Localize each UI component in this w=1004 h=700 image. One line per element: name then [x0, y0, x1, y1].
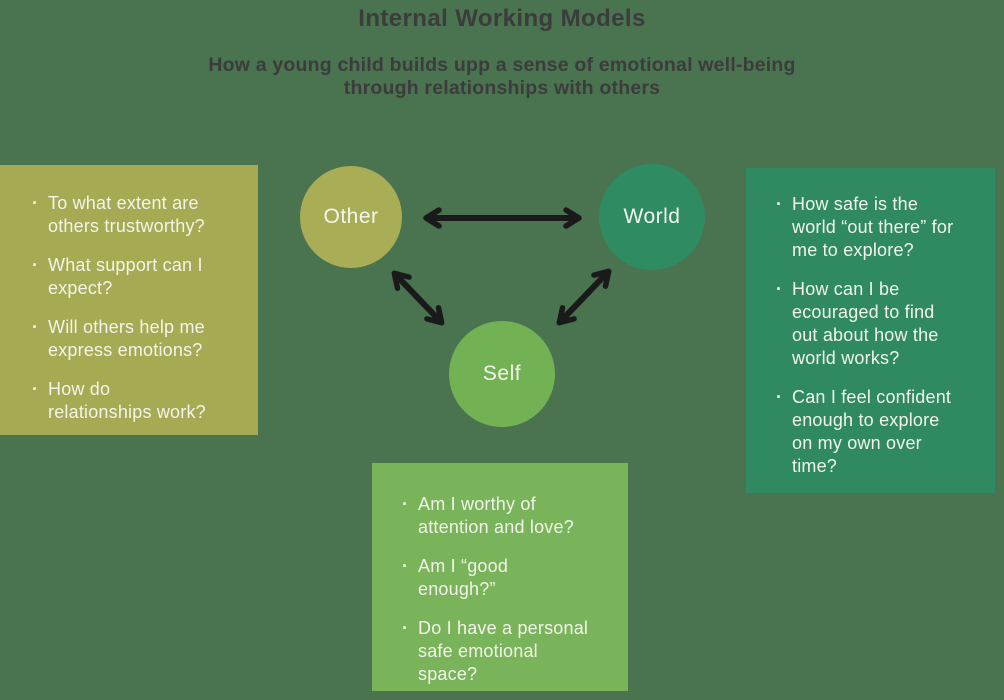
node-other: Other — [300, 166, 402, 268]
question-list-other: To what extent are others trustworthy? W… — [30, 192, 244, 424]
question-list-self: Am I worthy of attention and love? Am I … — [400, 493, 618, 686]
arrow-other-self — [391, 270, 445, 326]
node-self-label: Self — [482, 362, 522, 385]
question-item: How safe is the world “out there” for me… — [774, 193, 985, 262]
arrow-world-self — [556, 268, 612, 326]
question-item: Will others help me express emotions? — [30, 316, 244, 362]
page-title: Internal Working Models — [358, 5, 646, 32]
question-item: To what extent are others trustworthy? — [30, 192, 244, 238]
question-box-other: To what extent are others trustworthy? W… — [0, 165, 258, 435]
node-other-label: Other — [323, 205, 379, 228]
question-item: Am I worthy of attention and love? — [400, 493, 618, 539]
page-subtitle: How a young child builds upp a sense of … — [208, 54, 796, 99]
node-world: World — [599, 164, 705, 270]
node-world-label: World — [623, 205, 681, 228]
question-item: How do relationships work? — [30, 378, 244, 424]
header: Internal Working Models How a young chil… — [0, 0, 1004, 100]
node-self: Self — [449, 321, 555, 427]
question-item: How can I be ecouraged to find out about… — [774, 278, 985, 370]
question-item: Do I have a personal safe emotional spac… — [400, 617, 618, 686]
question-box-self: Am I worthy of attention and love? Am I … — [372, 463, 628, 691]
question-box-world: How safe is the world “out there” for me… — [746, 168, 995, 493]
question-list-world: How safe is the world “out there” for me… — [774, 193, 985, 478]
question-item: What support can I expect? — [30, 254, 244, 300]
question-item: Can I feel confident enough to explore o… — [774, 386, 985, 478]
question-item: Am I “good enough?” — [400, 555, 618, 601]
